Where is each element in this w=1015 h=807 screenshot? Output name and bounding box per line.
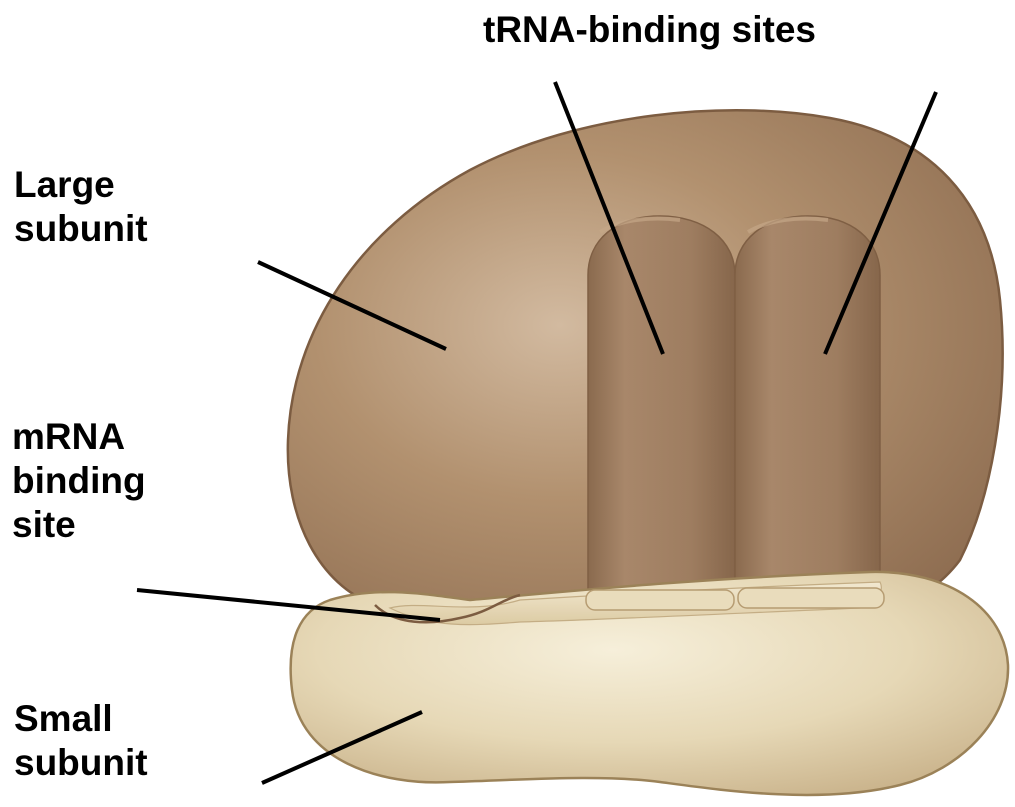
small-subunit-label: Small subunit [14,697,148,785]
trna-binding-sites-text: tRNA-binding sites [483,8,816,52]
trna-site-left [588,216,735,590]
small-subunit-line-2: subunit [14,741,148,785]
large-subunit-line-1: Large [14,163,148,207]
large-subunit-label: Large subunit [14,163,148,251]
trna-binding-sites-label: tRNA-binding sites [483,8,816,52]
mrna-binding-site-line-3: site [12,503,146,547]
small-subunit-line-1: Small [14,697,148,741]
trna-site-left-base [586,590,734,610]
mrna-binding-site-line-2: binding [12,459,146,503]
large-subunit-line-2: subunit [14,207,148,251]
mrna-binding-site-line-1: mRNA [12,415,146,459]
trna-site-right-base [738,588,884,608]
mrna-binding-site-label: mRNA binding site [12,415,146,547]
